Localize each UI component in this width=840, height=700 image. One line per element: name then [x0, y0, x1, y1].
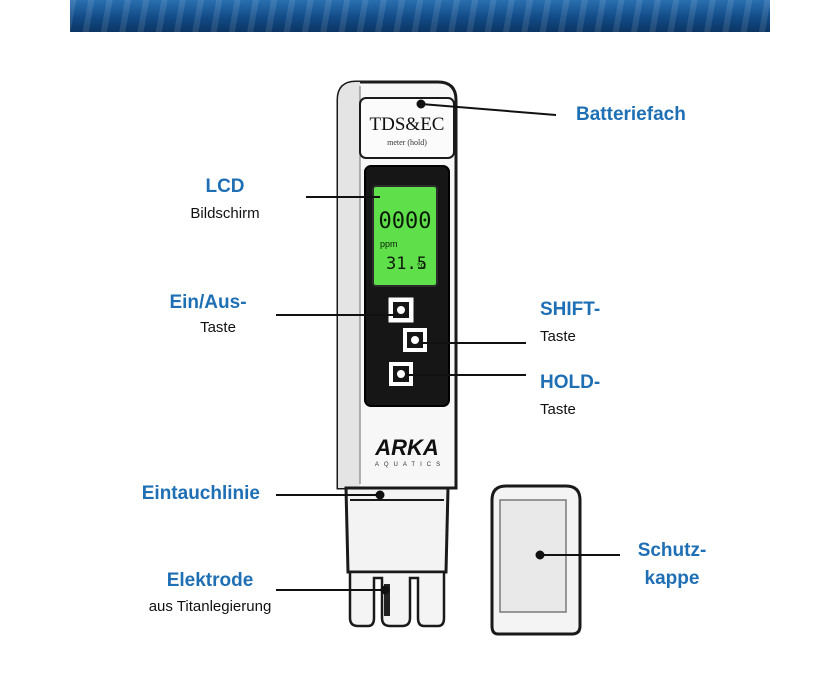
power-sublabel: Taste — [200, 319, 236, 336]
arka-logo: ARKA — [374, 435, 439, 460]
shift-label: SHIFT- — [540, 299, 601, 320]
arka-logo-sub: AQUATICS — [375, 462, 445, 468]
brand-title: TDS&EC — [370, 114, 445, 135]
battery-label: Batteriefach — [576, 104, 686, 125]
shift-button — [403, 328, 427, 352]
water-banner — [70, 0, 770, 32]
power-button — [388, 297, 414, 323]
power-label: Ein/Aus- — [169, 292, 247, 313]
brand-subtitle: meter (hold) — [387, 138, 427, 147]
probe-neck — [344, 486, 450, 574]
cap-label: Schutz- — [637, 540, 707, 561]
lcd-reading: 0000 — [379, 209, 432, 234]
cap-label-2: kappe — [644, 568, 700, 589]
lcd-screen — [372, 185, 438, 287]
lcd-unit: ppm — [380, 239, 398, 249]
lcd-sublabel: Bildschirm — [190, 205, 260, 222]
electrode-sublabel: aus Titanlegierung — [148, 598, 272, 615]
lcd-label: LCD — [205, 176, 245, 197]
lcd-temperature: 31.5 — [386, 254, 427, 274]
lcd-temp-unit: °C — [417, 262, 426, 271]
shift-sublabel: Taste — [540, 328, 576, 345]
immersion-label: Eintauchlinie — [141, 483, 260, 504]
battery-compartment — [359, 97, 455, 159]
electrode-label: Elektrode — [166, 570, 254, 591]
electrode-prongs — [348, 570, 446, 628]
hold-label: HOLD- — [540, 372, 601, 393]
hold-sublabel: Taste — [540, 401, 576, 418]
titanium-electrode — [384, 584, 390, 616]
